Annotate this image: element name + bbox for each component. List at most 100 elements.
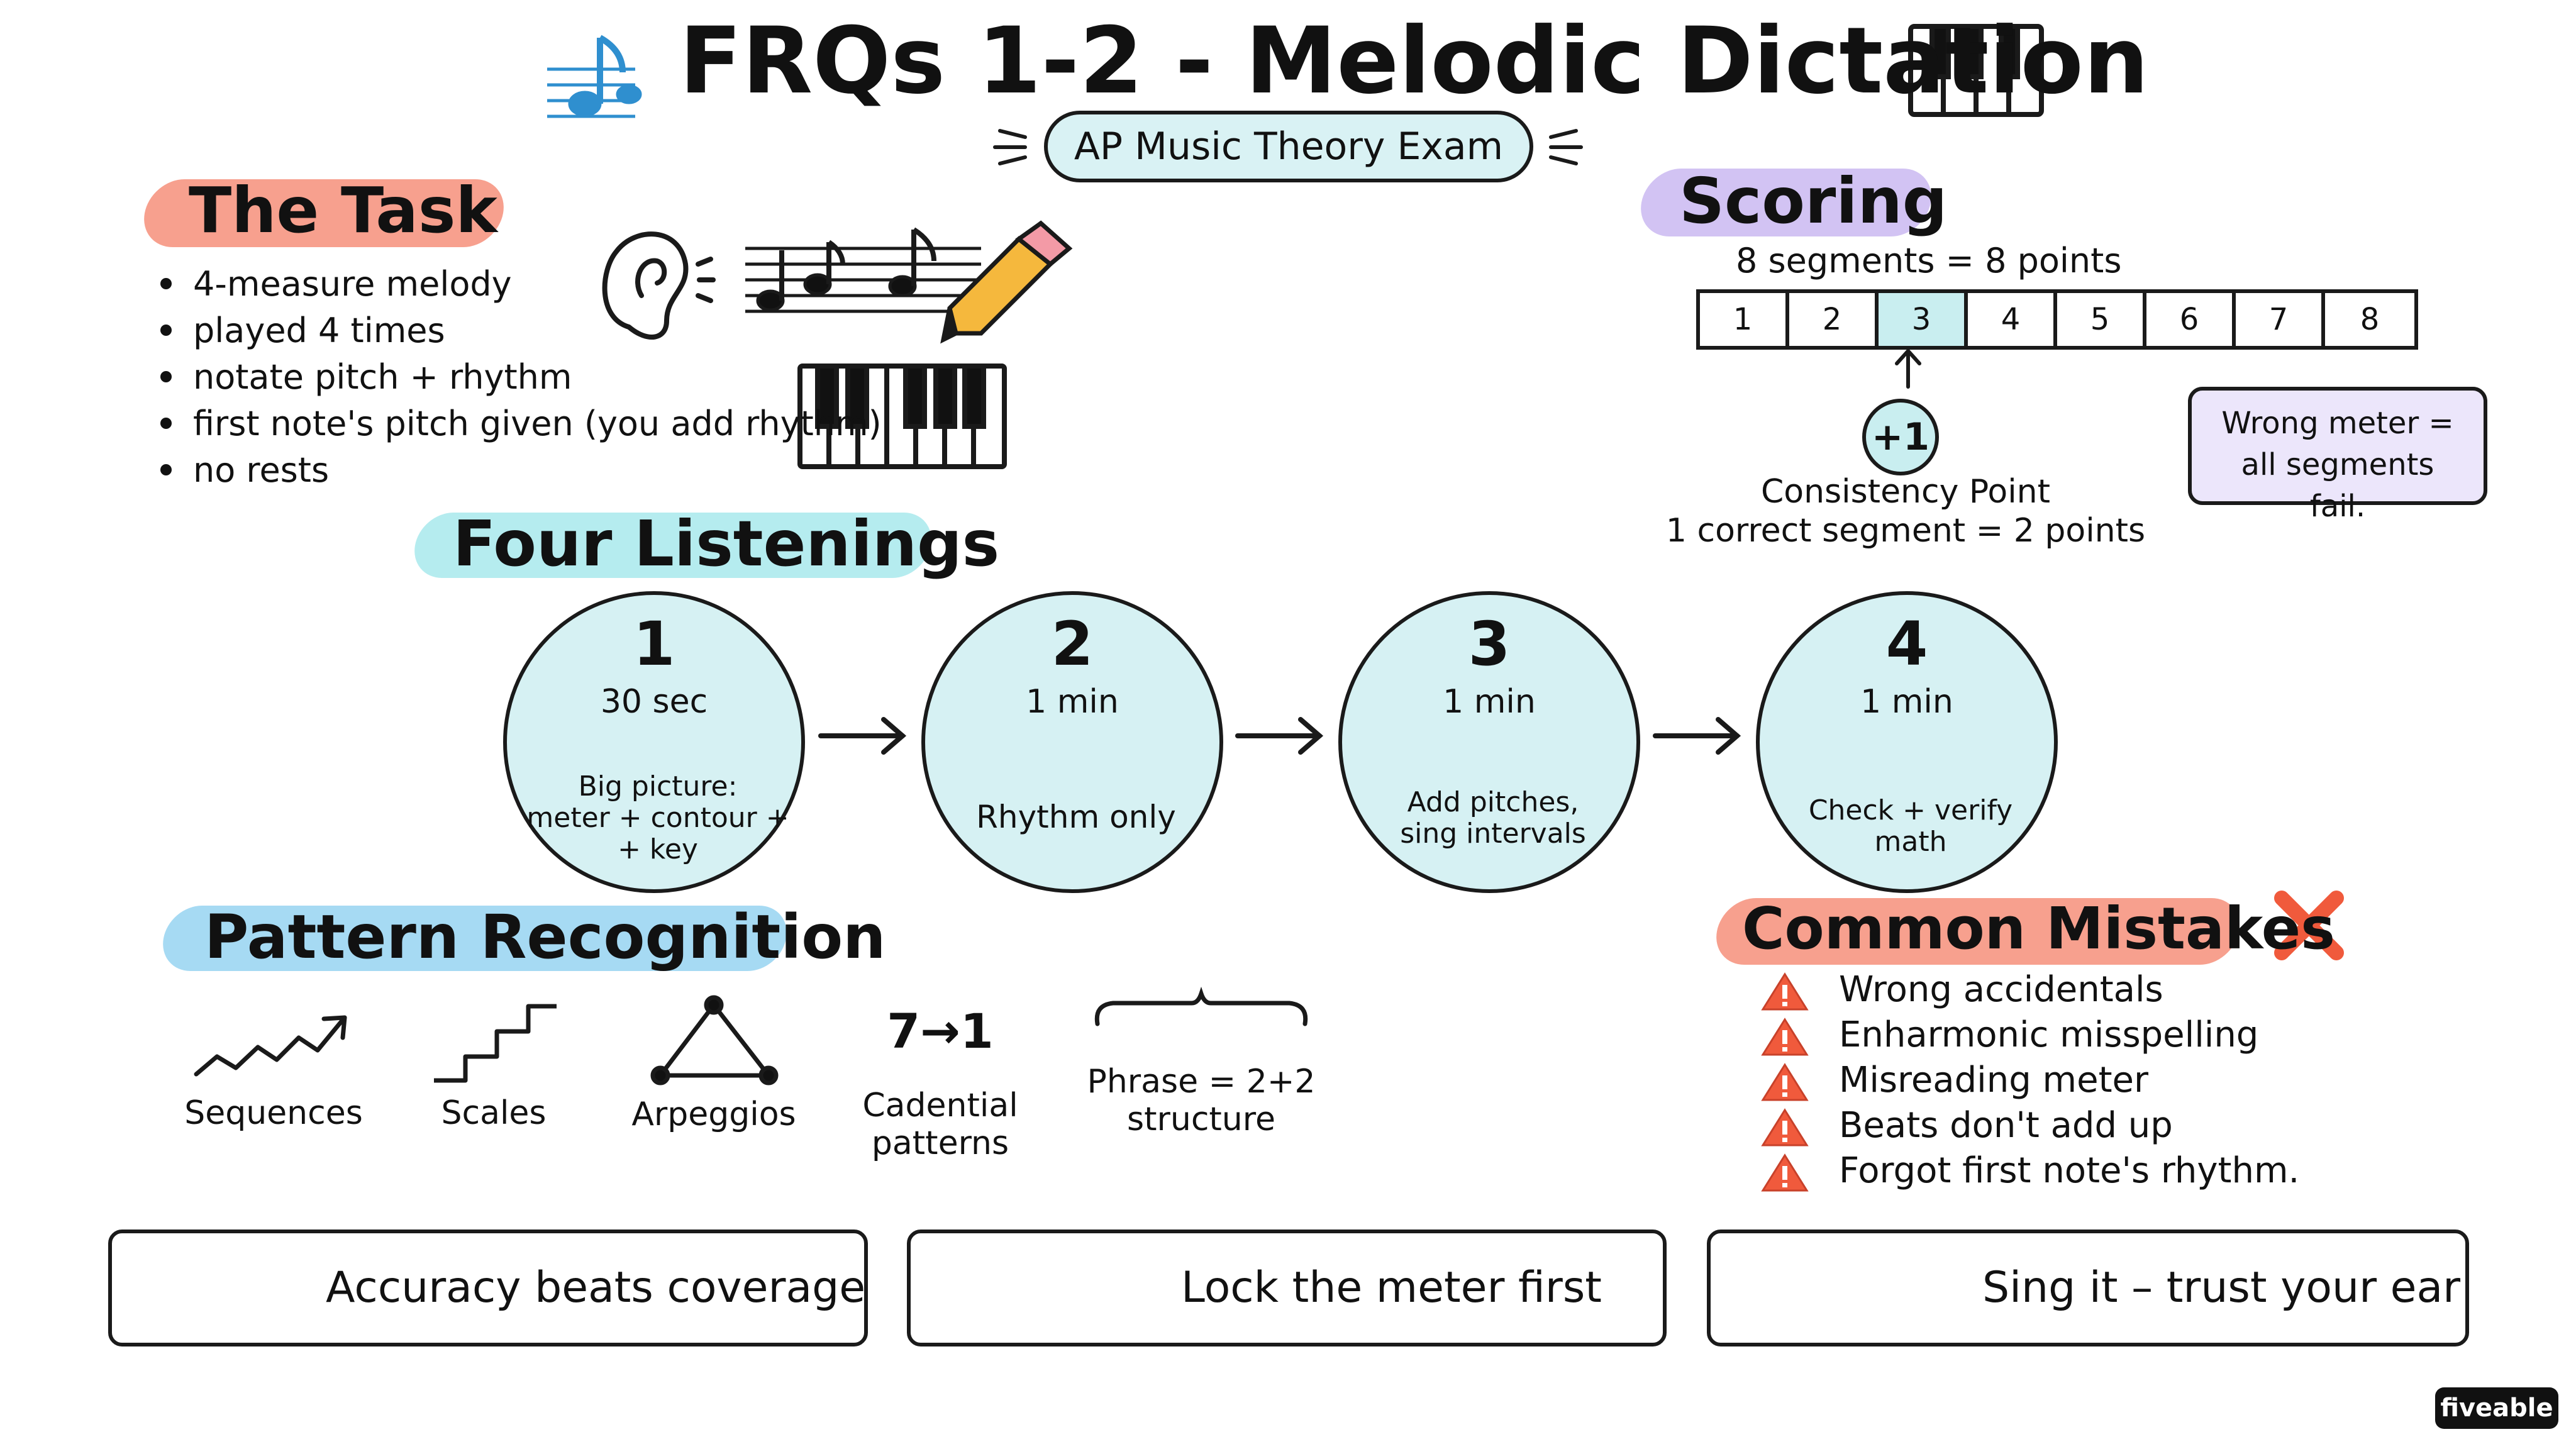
pattern-label-line: structure: [1127, 1101, 1275, 1138]
step-number: 3: [1468, 609, 1511, 679]
segment-cell: 8: [2360, 302, 2380, 337]
task-item-label: first note's pitch given (you add rhythm…: [193, 404, 882, 443]
tip-text: Sing it – trust your ear: [1982, 1263, 2461, 1313]
step-caption: Big picture: meter + contour + + key: [519, 771, 796, 865]
scoring-summary: 8 segments = 8 points: [1736, 241, 2122, 280]
pattern-label-arpeggios: Arpeggios: [619, 1096, 808, 1133]
meter-note-box: [2188, 387, 2487, 505]
step-caption: Check + verify math: [1772, 795, 2049, 858]
segment-cell: 1: [1700, 293, 1789, 346]
segment-cell-highlighted: 3: [1879, 293, 1968, 346]
list-item: notate pitch + rhythm: [160, 354, 882, 401]
listenings-heading: Four Listenings: [453, 507, 1000, 580]
list-item: Misreading meter: [1761, 1058, 2299, 1103]
bullet-icon: [160, 325, 172, 336]
pattern-label-line: Sequences: [184, 1094, 363, 1132]
segment-cell: 7: [2236, 293, 2325, 346]
mistakes-list: Wrong accidentals Enharmonic misspelling…: [1761, 967, 2299, 1194]
exam-chip: AP Music Theory Exam: [1044, 111, 1533, 182]
listening-step-2: 2 1 min Rhythm only: [921, 591, 1223, 893]
mistake-label: Enharmonic misspelling: [1839, 1014, 2259, 1055]
bullet-icon: [160, 278, 172, 290]
step-caption-line: sing intervals: [1400, 818, 1586, 850]
bullet-icon: [160, 418, 172, 430]
page-title: FRQs 1-2 - Melodic Dictation: [679, 8, 2149, 114]
list-item: Beats don't add up: [1761, 1103, 2299, 1148]
consistency-title: Consistency Point: [1760, 473, 2051, 511]
piano-icon: [1908, 24, 2044, 117]
meter-note: Wrong meter = all segments fail.: [2221, 406, 2454, 524]
step-caption: Add pitches, sing intervals: [1355, 787, 1631, 850]
list-item: Enharmonic misspelling: [1761, 1013, 2299, 1058]
step-caption-line: + key: [618, 833, 698, 865]
mistake-label: Misreading meter: [1839, 1060, 2148, 1101]
step-number: 4: [1885, 609, 1928, 679]
pattern-label-line: Phrase = 2+2: [1087, 1063, 1316, 1101]
consistency-arrow: [1895, 348, 1921, 389]
mistake-label: Beats don't add up: [1839, 1105, 2173, 1146]
x-mark-icon: [2274, 891, 2344, 960]
task-item-label: 4-measure melody: [193, 264, 512, 304]
step-duration: 1 min: [1443, 683, 1536, 721]
mistakes-heading: Common Mistakes: [1742, 895, 2335, 962]
list-item: first note's pitch given (you add rhythm…: [160, 401, 882, 447]
step-caption: Rhythm only: [938, 801, 1214, 833]
list-item: 4-measure melody: [160, 261, 882, 308]
staff-notes-icon: [745, 227, 981, 313]
scoring-heading: Scoring: [1679, 164, 1948, 238]
listening-step-1: 1 30 sec Big picture: meter + contour + …: [503, 591, 805, 893]
patterns-heading: Pattern Recognition: [204, 902, 886, 972]
step-caption-line: Big picture:: [578, 770, 738, 802]
tip-card-meter: Lock the meter first: [907, 1230, 1667, 1346]
pattern-label-line: Cadential: [862, 1087, 1018, 1124]
listening-step-4: 4 1 min Check + verify math: [1756, 591, 2058, 893]
list-item: no rests: [160, 447, 882, 494]
cadence-7-to-1-icon: 7→1: [887, 1003, 994, 1059]
tip-text: Lock the meter first: [1181, 1263, 1602, 1313]
bullet-icon: [160, 371, 172, 383]
warning-icon: [1761, 972, 1809, 1011]
step-caption-line: Add pitches,: [1407, 786, 1579, 818]
step-caption-line: math: [1874, 826, 1947, 858]
step-caption-line: meter + contour +: [526, 802, 789, 834]
segment-cell: 6: [2146, 293, 2236, 346]
brace-icon: [1094, 986, 1308, 1026]
step-caption-line: Check + verify: [1808, 794, 2013, 826]
task-list: 4-measure melody played 4 times notate p…: [160, 261, 882, 494]
segment-row: 1 2 3 4 5 6 7 8: [1696, 289, 2418, 350]
task-heading: The Task: [189, 174, 497, 247]
step-caption-line: Rhythm only: [976, 799, 1176, 835]
list-item: Forgot first note's rhythm.: [1761, 1148, 2299, 1194]
tip-card-sing: Sing it – trust your ear: [1707, 1230, 2469, 1346]
pattern-label-scales: Scales: [402, 1094, 585, 1132]
list-item: Wrong accidentals: [1761, 967, 2299, 1013]
consistency-rule: 1 correct segment = 2 points: [1665, 512, 2146, 550]
staircase-icon: [434, 1004, 557, 1083]
task-item-label: played 4 times: [193, 311, 445, 350]
bullet-icon: [160, 464, 172, 476]
ear-icon: [602, 231, 716, 340]
chip-accent-marks: [993, 129, 1583, 165]
mistake-label: Wrong accidentals: [1839, 969, 2163, 1010]
step-duration: 1 min: [1026, 683, 1119, 721]
task-item-label: no rests: [193, 450, 330, 490]
segment-cell: 2: [1789, 293, 1879, 346]
pattern-label-line: Scales: [441, 1094, 547, 1132]
bonus-point: +1: [1871, 415, 1930, 459]
tip-card-accuracy: Accuracy beats coverage: [108, 1230, 868, 1346]
music-notes-icon: [547, 35, 642, 118]
pencil-icon: [940, 220, 1073, 344]
step-number: 2: [1051, 609, 1094, 679]
warning-icon: [1761, 1018, 1809, 1056]
segment-cell: 4: [1968, 293, 2057, 346]
step-duration: 30 sec: [600, 683, 708, 721]
tip-text: Accuracy beats coverage: [326, 1263, 866, 1313]
piano-keyboard-icon: [797, 364, 1007, 469]
pattern-label-sequences: Sequences: [170, 1094, 377, 1132]
step-number: 1: [633, 609, 675, 679]
pattern-label-cadential: Cadential patterns: [836, 1087, 1044, 1162]
sequence-zigzag-icon: [194, 1015, 347, 1077]
listening-step-3: 3 1 min Add pitches, sing intervals: [1338, 591, 1640, 893]
warning-icon: [1761, 1153, 1809, 1192]
